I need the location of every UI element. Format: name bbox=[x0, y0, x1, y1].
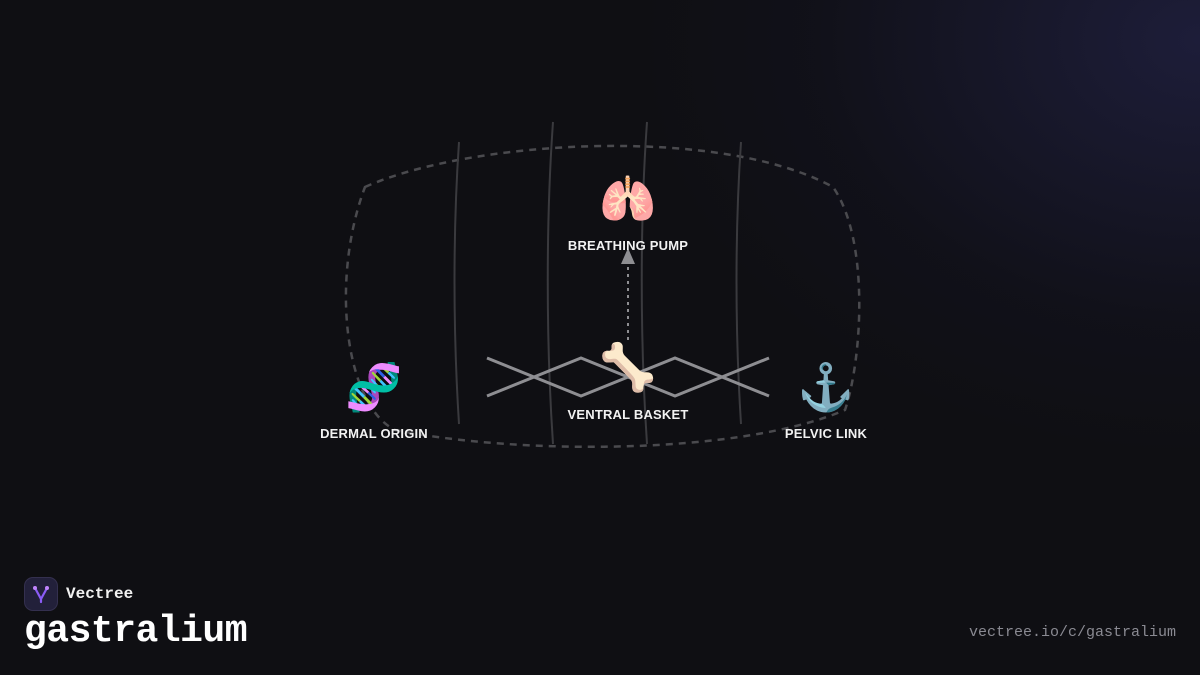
lungs-icon: 🫁 bbox=[599, 173, 657, 225]
rib-line bbox=[640, 121, 648, 445]
rib-line bbox=[546, 121, 554, 445]
dna-icon: 🧬 bbox=[345, 361, 403, 413]
page-title: gastralium bbox=[24, 610, 248, 653]
node-label-dermal-origin: DERMAL ORIGIN bbox=[320, 426, 428, 441]
node-label-breathing-pump: BREATHING PUMP bbox=[567, 238, 689, 253]
vectree-branch-logo-icon bbox=[24, 577, 58, 611]
brand[interactable]: Vectree bbox=[24, 577, 133, 611]
page-url[interactable]: vectree.io/c/gastralium bbox=[968, 624, 1176, 641]
rib-line bbox=[735, 141, 742, 425]
edge-arrowhead bbox=[621, 248, 635, 264]
body-outline bbox=[344, 144, 861, 449]
bone-icon: 🦴 bbox=[599, 341, 657, 393]
rib-line bbox=[453, 141, 460, 425]
node-label-pelvic-link: PELVIC LINK bbox=[784, 426, 868, 441]
node-label-ventral-basket: VENTRAL BASKET bbox=[567, 407, 689, 422]
brand-name: Vectree bbox=[66, 585, 134, 603]
anchor-icon: ⚓ bbox=[797, 361, 855, 413]
basket-zigzag-lower bbox=[486, 356, 770, 398]
